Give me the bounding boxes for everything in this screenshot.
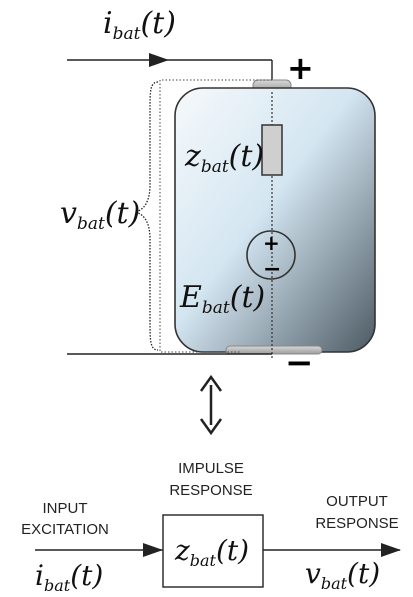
- output-label-line2: RESPONSE: [315, 515, 398, 532]
- block-function-label: zbat(t): [174, 534, 249, 570]
- output-label-line1: OUTPUT: [326, 493, 388, 510]
- input-arrow-head-icon: [143, 543, 163, 557]
- input-label-line2: EXCITATION: [21, 521, 109, 538]
- source-minus-sign: −: [263, 257, 281, 282]
- equivalence-arrow-icon: [199, 374, 223, 436]
- battery-bottom-cap: [225, 345, 323, 355]
- voltage-source-symbol: [246, 230, 296, 280]
- block-title-line1: IMPULSE: [178, 460, 244, 477]
- emf-label: Ebat(t): [179, 280, 265, 318]
- terminal-plus-sign: +: [287, 49, 314, 87]
- input-signal-label: ibat(t): [35, 559, 103, 595]
- input-label-line1: INPUT: [43, 500, 88, 517]
- dotted-voltage-loop: [159, 79, 272, 353]
- output-signal-label: vbat(t): [305, 557, 380, 593]
- impedance-element: [261, 124, 283, 176]
- output-arrow-head-icon: [381, 543, 401, 557]
- source-plus-sign: +: [263, 231, 280, 255]
- terminal-minus-sign: −: [285, 343, 314, 383]
- current-arrow-icon: [149, 53, 169, 67]
- voltage-brace: [134, 81, 159, 351]
- battery-voltage-label: vbat(t): [60, 196, 140, 234]
- impedance-label: zbat(t): [184, 139, 264, 177]
- impulse-response-block: [162, 514, 264, 588]
- battery-current-label: ibat(t): [103, 6, 176, 44]
- block-title-line2: RESPONSE: [169, 482, 252, 499]
